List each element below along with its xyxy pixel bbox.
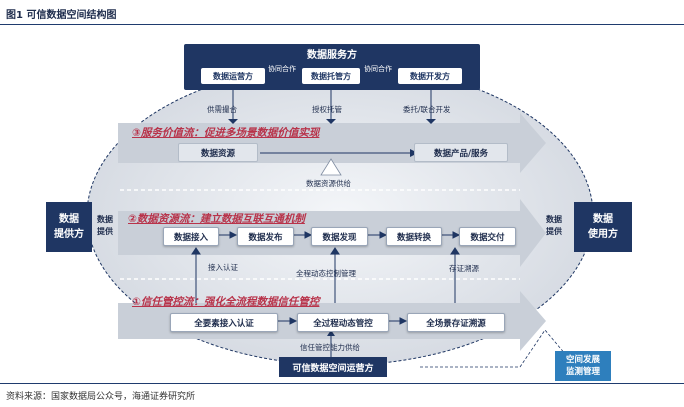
step-access: 数据接入 [163,227,219,246]
resource-flow-title: ②数据资源流：建立数据互联互通机制 [128,213,305,225]
monitor-line2: 监测管理 [565,367,600,377]
link-matching: 供需撮合 [207,105,237,114]
operator-box: 数据运营方 [201,68,265,84]
provider-title-line2: 提供方 [54,229,84,240]
step-transform: 数据转换 [386,227,442,246]
trust-flow-title: ①信任管控流：强化全流程数据信任管控 [132,296,320,308]
link-joint-dev: 委托/联合开发 [403,105,451,114]
resource-supply-label: 数据资源供给 [306,179,351,188]
consumer-title-line1: 数据 [593,214,613,225]
trust-evidence-trace-box: 全场景存证溯源 [407,313,505,332]
custodian-box: 数据托管方 [302,68,360,84]
link-dynamic-control: 全程动态控制管理 [296,269,356,278]
bottom-rule [0,383,684,384]
data-product-box: 数据产品/服务 [414,143,508,162]
data-resource-box: 数据资源 [178,143,258,162]
step-publish: 数据发布 [237,227,294,246]
consumer-label: 数据提供 [546,215,562,236]
service-provider-title: 数据服务方 [307,50,357,61]
service-flow-title: ③服务价值流：促进多场景数据价值实现 [132,127,320,139]
link-auth-custody: 授权托管 [312,105,342,114]
coop-label-1: 协同合作 [268,65,296,73]
data-provider-box: 数据 提供方 [46,202,92,252]
monitor-line1: 空间发展 [565,355,600,365]
figure-title: 图1 可信数据空间结构图 [6,10,117,21]
developer-box: 数据开发方 [398,68,462,84]
consumer-title-line2: 使用方 [588,229,618,240]
step-deliver: 数据交付 [459,227,516,246]
monitor-box: 空间发展 监测管理 [555,351,611,381]
figure-source: 资料来源：国家数据局公众号，海通证券研究所 [6,392,196,402]
step-discover: 数据发现 [311,227,368,246]
trust-dynamic-control-box: 全过程动态管控 [297,313,389,332]
space-operator-box: 可信数据空间运营方 [279,357,387,377]
link-access-auth: 接入认证 [208,263,238,272]
trust-access-auth-box: 全要素接入认证 [170,313,278,332]
coop-label-2: 协同合作 [364,65,392,73]
link-evidence-trace: 存证溯源 [449,264,479,273]
top-rule [0,24,684,25]
trust-capability-label: 信任管控能力供给 [300,343,360,352]
provider-title-line1: 数据 [59,214,79,225]
data-consumer-box: 数据 使用方 [574,202,632,252]
provider-label: 数据提供 [97,215,113,236]
